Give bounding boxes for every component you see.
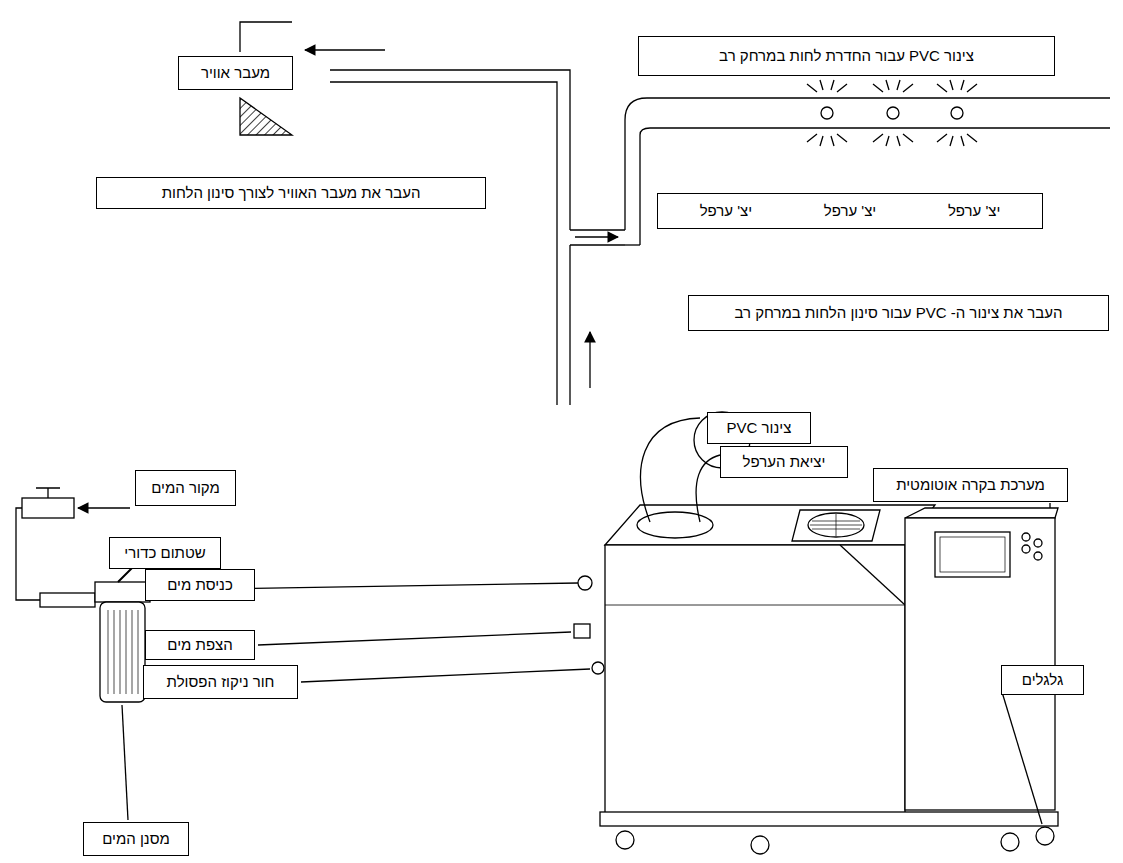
body-edge xyxy=(605,605,905,606)
branch-pipe-wall xyxy=(570,244,625,245)
label-box: כניסת מים xyxy=(145,569,255,601)
air-flow-arrow xyxy=(305,49,385,50)
wheel xyxy=(751,836,769,854)
pipe-wall xyxy=(330,82,557,405)
fan-ring xyxy=(808,513,864,537)
label-box: העבר את מעבר האוויר לצורך סינון הלחות xyxy=(96,177,486,209)
label-text: יציאת הערפל xyxy=(743,453,826,471)
leader-line xyxy=(1002,692,1042,824)
mist-ray xyxy=(937,80,977,146)
label-text: כניסת מים xyxy=(167,576,233,594)
pipe-wall xyxy=(569,245,570,405)
water-inlet xyxy=(578,576,592,590)
body-base xyxy=(600,812,1058,826)
control-button xyxy=(1034,539,1042,547)
leader-line xyxy=(301,669,590,682)
wheel xyxy=(1036,827,1054,845)
label-text: יצ' ערפל xyxy=(700,202,753,220)
long-pipe-wall xyxy=(625,98,1110,230)
control-button xyxy=(1022,533,1030,541)
mist-ray xyxy=(873,80,913,146)
label-box: מקור המים xyxy=(135,470,236,506)
label-text: שטתום כדורי xyxy=(124,544,205,562)
wheel xyxy=(616,831,634,849)
body-top xyxy=(605,505,935,545)
label-box: גלגלים xyxy=(1001,665,1084,695)
label-text: מסנן המים xyxy=(102,830,170,848)
long-pipe-wall xyxy=(640,128,1110,245)
source-arrow xyxy=(78,507,130,508)
mist-ray xyxy=(807,80,847,146)
label-text: גלגלים xyxy=(1022,671,1063,689)
mist-rays xyxy=(807,80,977,146)
control-screen-inner xyxy=(940,537,1005,572)
label-box: שטתום כדורי xyxy=(109,537,221,569)
label-box: צינור PVC עבור החדרת לחות במרחק רב xyxy=(638,36,1055,76)
label-text: צינור PVC עבור החדרת לחות במרחק רב xyxy=(719,47,974,65)
drawing-group xyxy=(16,22,1110,854)
pvc-hose xyxy=(696,455,720,522)
label-text: מקור המים xyxy=(151,479,220,497)
label-text: העבר את צינור ה- PVC עבור סינון הלחות במ… xyxy=(734,304,1062,322)
control-button xyxy=(1022,545,1030,553)
leader-line xyxy=(258,632,571,645)
label-box: מערכת בקרה אוטומטית xyxy=(873,468,1068,502)
filter-cartridge xyxy=(108,610,138,694)
body-edge xyxy=(840,545,905,605)
mist-nozzle xyxy=(887,107,899,119)
label-box: מסנן המים xyxy=(83,822,189,856)
control-top xyxy=(905,508,1058,518)
mist-nozzle xyxy=(951,107,963,119)
flow-arrow xyxy=(575,236,618,237)
overflow-port xyxy=(574,624,590,638)
air-passage-top xyxy=(240,22,292,52)
filter-housing xyxy=(100,602,145,702)
label-box: יצ' ערפל יצ' ערפל יצ' ערפל xyxy=(657,193,1043,229)
control-column xyxy=(905,518,1055,810)
mist-nozzle xyxy=(821,107,833,119)
label-text: מעבר אוויר xyxy=(201,64,270,82)
leader-line xyxy=(122,705,128,820)
label-text: העבר את מעבר האוויר לצורך סינון הלחות xyxy=(162,184,421,202)
valve-handle xyxy=(36,488,60,498)
label-text: צינור PVC xyxy=(727,419,792,437)
source-valve xyxy=(22,498,74,518)
pvc-hose xyxy=(641,418,700,522)
drain-hole xyxy=(592,662,604,674)
label-text: חור ניקוז הפסולת xyxy=(167,673,275,691)
pipe-fitting xyxy=(40,593,95,607)
filter-head xyxy=(95,582,150,602)
body-front xyxy=(605,545,905,815)
pipe-end xyxy=(625,244,640,245)
label-text: יצ' ערפל xyxy=(824,202,877,220)
label-box: צינור PVC xyxy=(707,412,811,444)
label-box: העבר את צינור ה- PVC עבור סינון הלחות במ… xyxy=(688,295,1109,331)
flow-arrow xyxy=(589,332,590,388)
label-box: מעבר אוויר xyxy=(178,56,293,90)
label-box: יציאת הערפל xyxy=(720,446,848,478)
label-box: חור ניקוז הפסולת xyxy=(143,665,298,699)
label-text: מערכת בקרה אוטומטית xyxy=(896,476,1045,494)
fan-housing xyxy=(792,510,880,541)
supply-pipe xyxy=(16,508,40,600)
fan-grille xyxy=(810,514,862,536)
label-text: הצפת מים xyxy=(167,636,232,654)
label-box: הצפת מים xyxy=(145,630,255,660)
control-button xyxy=(1034,552,1042,560)
branch-pipe-wall xyxy=(570,229,625,230)
control-screen xyxy=(935,532,1010,577)
wheel xyxy=(1001,833,1019,851)
label-text: יצ' ערפל xyxy=(948,202,1001,220)
air-passage-wedge xyxy=(240,98,292,135)
leader-line xyxy=(1049,503,1050,508)
